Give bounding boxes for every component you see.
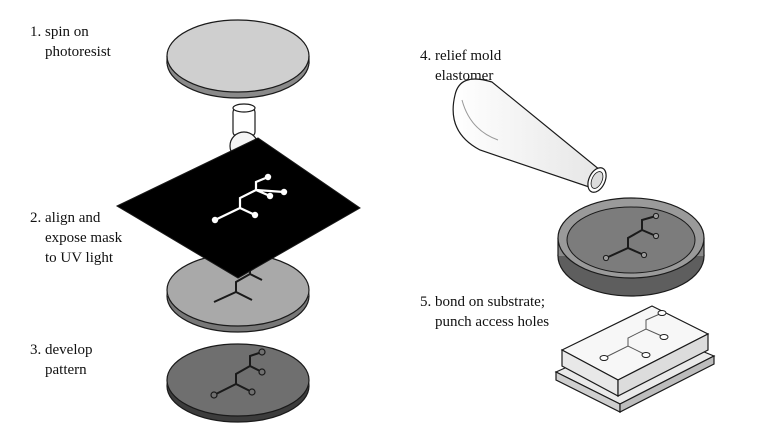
step-2-label: 2. align and expose mask to UV light (30, 210, 123, 266)
step-1-label: 1. spin on photoresist (30, 24, 111, 60)
funnel-icon (452, 78, 607, 193)
petri-dish-icon (557, 197, 705, 297)
step-5-label: 5. bond on substrate; punch access holes (420, 294, 550, 330)
wafer-photoresist-icon (166, 19, 310, 99)
photomask-icon (115, 137, 361, 279)
exposed-wafer-icon (166, 253, 310, 333)
developed-wafer-icon (166, 343, 310, 423)
step-3-label: 3. develop pattern (30, 342, 93, 378)
bonded-chip-icon (554, 305, 716, 413)
